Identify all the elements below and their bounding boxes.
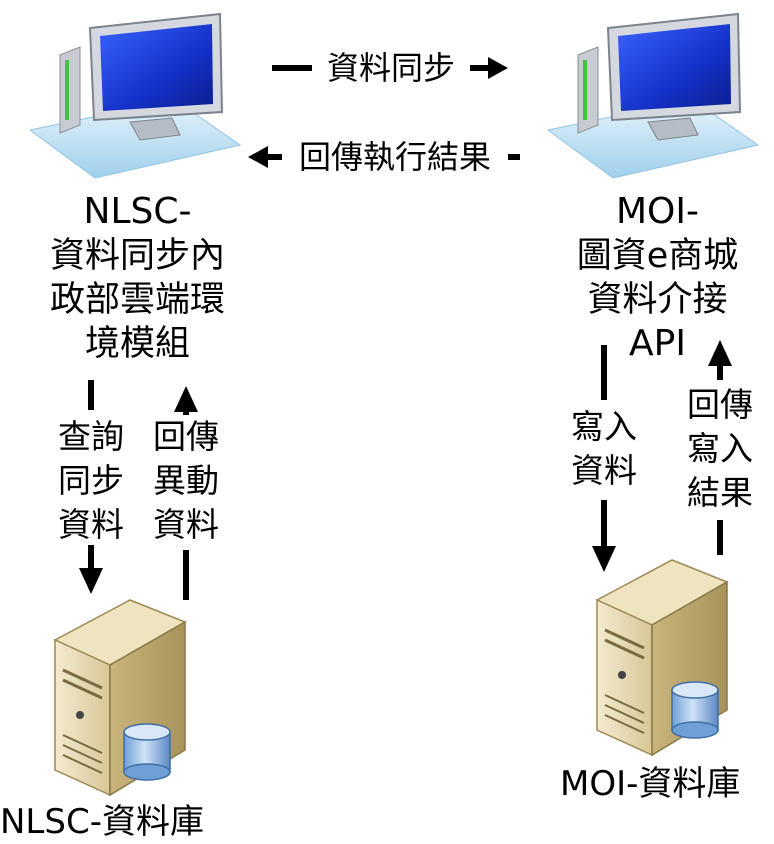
database-server-icon [595,559,729,757]
return-result-arrow-up [708,340,732,555]
query-sync-label: 查詢 同步 資料 [48,415,134,547]
left-title-line: 政部雲端環 [49,280,225,320]
write-data-label: 寫入 資料 [561,405,647,493]
right-title-line: MOI- [615,191,699,232]
query-label-line: 同步 [58,461,124,500]
return-changes-label: 回傳 異動 資料 [143,415,229,547]
query-arrow-down [79,380,103,594]
return-result-label-line: 結果 [687,473,753,512]
result-label: 回傳執行結果 [298,138,491,176]
left-node-title: NLSC- 資料同步內 政部雲端環 境模組 [20,190,255,366]
left-title-line: 資料同步內 [49,236,225,276]
sync-label: 資料同步 [326,49,455,87]
return-changes-label-line: 資料 [153,505,219,544]
right-title-line: 圖資e商城 [576,236,739,276]
computer-icon [546,12,760,179]
return-write-result-label: 回傳 寫入 結果 [677,383,763,515]
left-db-label: NLSC-資料庫 [0,802,204,842]
return-result-label-line: 寫入 [687,429,753,468]
query-label-line: 資料 [58,505,124,544]
return-changes-label-line: 異動 [153,461,219,500]
query-label-line: 查詢 [58,417,124,456]
right-db-label: MOI-資料庫 [560,764,741,804]
write-label-line: 寫入 [571,407,637,446]
right-title-line: API [629,323,686,364]
write-label-line: 資料 [571,451,637,490]
right-title-line: 資料介接 [587,280,728,320]
return-changes-label-line: 回傳 [153,417,219,456]
return-result-label-line: 回傳 [687,385,753,424]
database-server-icon [53,599,187,797]
result-arrow-left [248,146,520,168]
left-title-line: 境模組 [84,324,190,364]
right-node-title: MOI- 圖資e商城 資料介接 API [540,190,774,366]
return-changes-arrow-up [174,386,198,600]
sync-arrow-right [272,57,508,79]
left-title-line: NLSC- [83,191,192,232]
write-arrow-down [592,345,616,572]
computer-icon [28,12,242,179]
